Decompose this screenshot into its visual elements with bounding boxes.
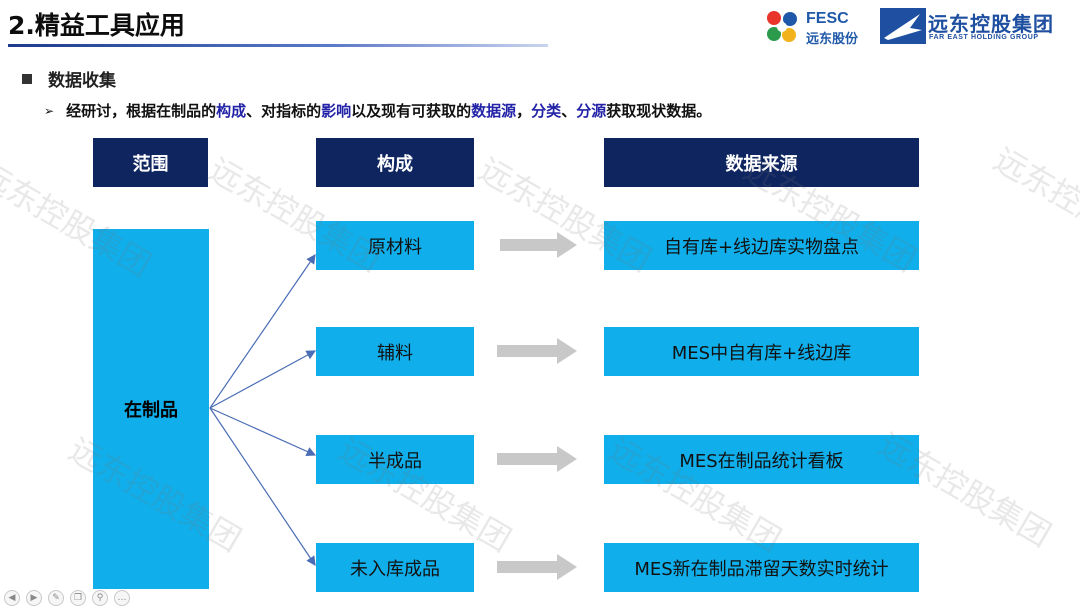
bullet-highlight-1: 构成 [216,102,247,120]
watermark: 远东控股集团 [987,140,1080,270]
next-slide-icon[interactable]: ▶ [26,590,42,606]
fareast-logo-text: 远东控股集团 [928,12,1054,36]
bullet-highlight-2: 影响 [321,102,352,120]
source-box-4: MES新在制品滞留天数实时统计 [604,543,919,592]
pen-icon[interactable]: ✎ [48,590,64,606]
scope-box: 在制品 [93,229,209,589]
source-box-1: 自有库+线边库实物盘点 [604,221,919,270]
bullet-text-6: 获取现状数据。 [606,102,712,120]
more-icon[interactable]: … [114,590,130,606]
component-box-4: 未入库成品 [316,543,474,592]
header-scope: 范围 [93,138,208,187]
bullet-highlight-5: 分源 [576,102,607,120]
component-box-1: 原材料 [316,221,474,270]
previous-slide-icon[interactable]: ◀ [4,590,20,606]
bullet-highlight-4: 分类 [531,102,562,120]
bullet-text-2: 、对指标的 [246,102,322,120]
zoom-icon[interactable]: ⚲ [92,590,108,606]
connector-line-4 [209,407,316,566]
title-underline [8,44,548,47]
fesc-logo: FESC 远东股份 [762,6,874,47]
copy-icon[interactable]: ❐ [70,590,86,606]
component-box-3: 半成品 [316,435,474,484]
fesc-logo-subtext: 远东股份 [806,32,859,47]
flow-arrow-3 [497,446,577,472]
square-bullet-icon [22,73,32,84]
arrow-bullet-icon: ➢ [44,103,55,118]
component-box-2: 辅料 [316,327,474,376]
section-title: 数据收集 [48,71,116,91]
page-title: 2.精益工具应用 [8,11,185,40]
source-box-2: MES中自有库+线边库 [604,327,919,376]
header-composition: 构成 [316,138,474,187]
connector-line-1 [209,254,316,409]
fesc-logo-icon [767,11,797,42]
connector-line-3 [209,407,317,456]
bullet-text-1: 经研讨，根据在制品的 [66,102,217,120]
bullet-text-5: 、 [561,102,577,120]
presentation-toolbar: ◀ ▶ ✎ ❐ ⚲ … [4,590,130,606]
fareast-logo-icon [880,8,926,44]
fareast-group-logo: 远东控股集团 FAR EAST HOLDING GROUP [880,8,1070,46]
fareast-logo-subtext: FAR EAST HOLDING GROUP [929,34,1039,41]
connector-line-2 [209,350,317,409]
section-heading: 数据收集 [22,66,116,91]
bullet-text-4: ， [516,102,532,120]
bullet-line: ➢ 经研讨，根据在制品的构成、对指标的影响以及现有可获取的数据源，分类、分源获取… [44,100,711,121]
header-data-source: 数据来源 [604,138,919,187]
flow-arrow-1 [500,232,577,258]
bullet-highlight-3: 数据源 [471,102,517,120]
source-box-3: MES在制品统计看板 [604,435,919,484]
flow-arrow-4 [497,554,577,580]
flow-arrow-2 [497,338,577,364]
fesc-logo-text: FESC [806,10,849,27]
bullet-text-3: 以及现有可获取的 [351,102,472,120]
